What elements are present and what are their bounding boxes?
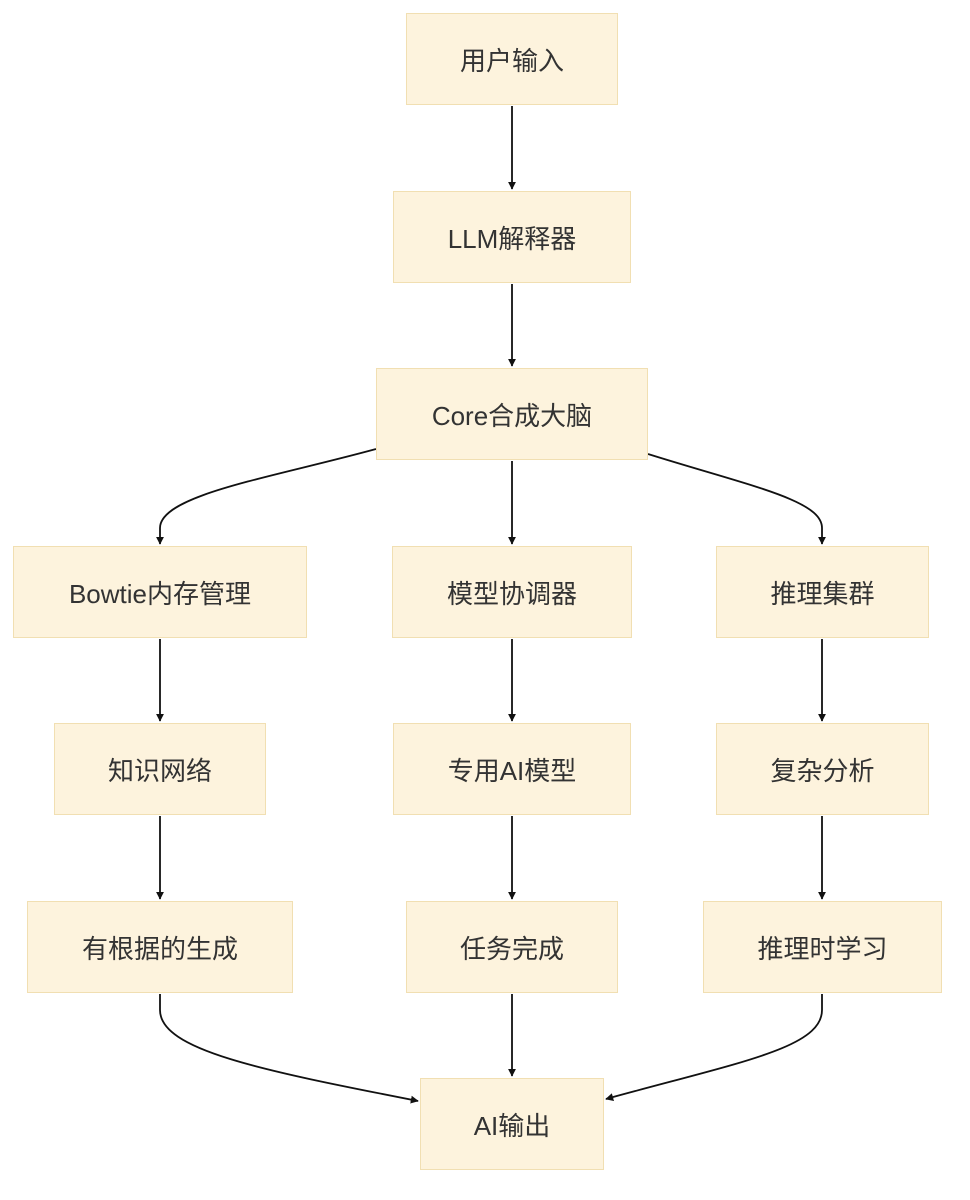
edge-core-cluster — [647, 453, 826, 545]
node-complex-analysis: 复杂分析 — [716, 723, 929, 815]
node-model-coordinator: 模型协调器 — [392, 546, 632, 638]
edge-ttl-output — [605, 994, 823, 1101]
node-test-time-learning: 推理时学习 — [703, 901, 942, 993]
node-specialized-models-label: 专用AI模型 — [447, 755, 577, 786]
node-llm-interpreter: LLM解释器 — [393, 191, 631, 283]
node-complex-analysis-label: 复杂分析 — [770, 755, 875, 786]
node-inference-cluster: 推理集群 — [716, 546, 929, 638]
node-grounded-generation: 有根据的生成 — [27, 901, 293, 993]
node-test-time-learning-label: 推理时学习 — [757, 933, 888, 964]
edge-grounded-output — [159, 994, 419, 1104]
node-inference-cluster-label: 推理集群 — [770, 578, 875, 609]
node-ai-output-label: AI输出 — [473, 1110, 551, 1141]
node-user-input-label: 用户输入 — [459, 45, 564, 76]
node-bowtie-memory-label: Bowtie内存管理 — [68, 578, 252, 609]
node-knowledge-network-label: 知识网络 — [107, 755, 212, 786]
node-core-brain-label: Core合成大脑 — [431, 400, 593, 431]
node-bowtie-memory: Bowtie内存管理 — [13, 546, 307, 638]
node-knowledge-network: 知识网络 — [54, 723, 266, 815]
node-core-brain: Core合成大脑 — [376, 368, 648, 460]
edge-core-bowtie — [156, 448, 377, 545]
node-user-input: 用户输入 — [406, 13, 618, 105]
node-grounded-generation-label: 有根据的生成 — [81, 933, 238, 964]
node-task-completion-label: 任务完成 — [459, 933, 564, 964]
node-model-coordinator-label: 模型协调器 — [446, 578, 577, 609]
node-ai-output: AI输出 — [420, 1078, 604, 1170]
node-task-completion: 任务完成 — [406, 901, 618, 993]
node-llm-interpreter-label: LLM解释器 — [447, 223, 577, 254]
node-specialized-models: 专用AI模型 — [393, 723, 631, 815]
